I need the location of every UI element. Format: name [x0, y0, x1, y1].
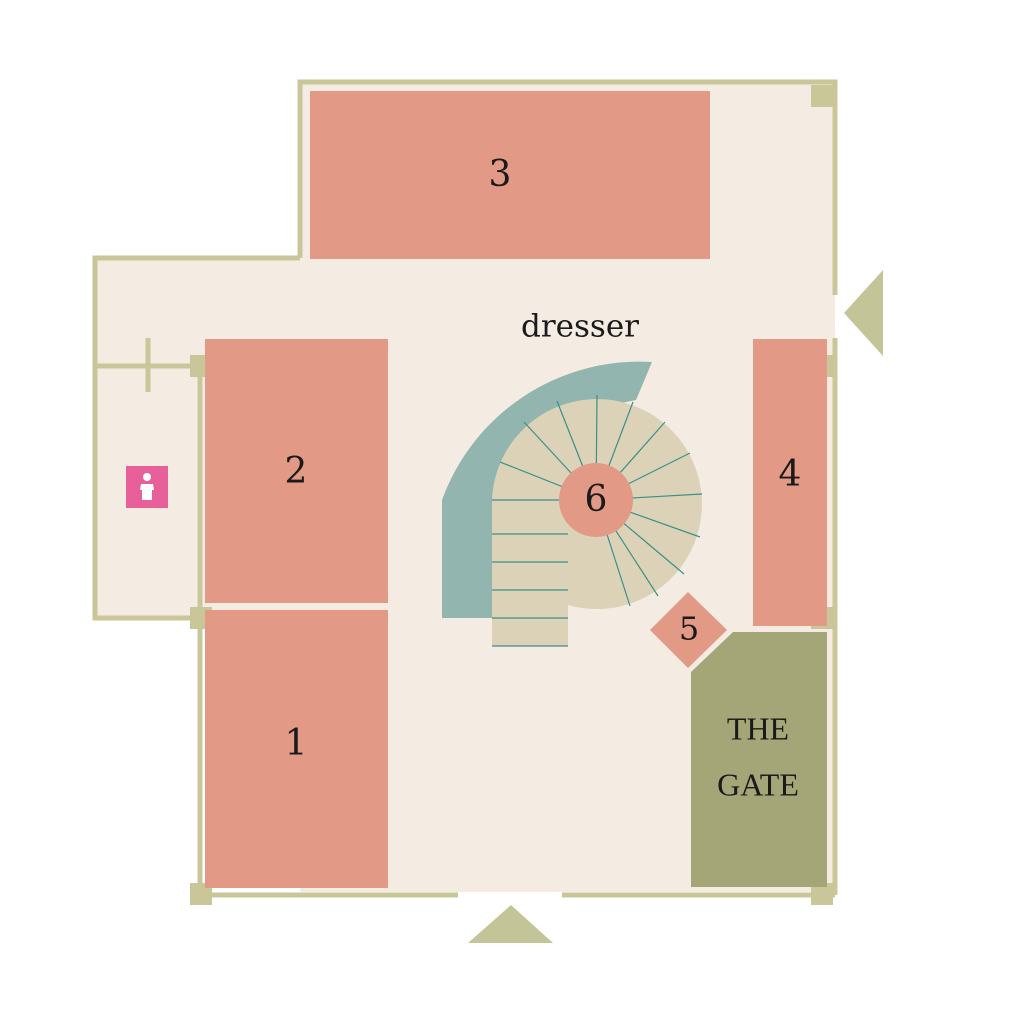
room-4[interactable]: 4 [753, 339, 827, 626]
restroom-icon [126, 466, 168, 508]
room-6-label: 6 [585, 479, 608, 520]
room-2-label: 2 [285, 451, 308, 492]
room-6[interactable]: 6 [559, 463, 633, 537]
room-3-label: 3 [489, 154, 512, 195]
room-2[interactable]: 2 [205, 339, 388, 603]
dresser[interactable]: dresser [442, 309, 652, 619]
the-gate[interactable]: THE GATE [691, 632, 827, 887]
room-3[interactable]: 3 [310, 91, 710, 259]
room-1[interactable]: 1 [205, 610, 388, 888]
room-1-label: 1 [285, 723, 308, 764]
room-4-label: 4 [779, 454, 802, 495]
walls [92, 79, 838, 898]
gate-label-line2: GATE [717, 766, 799, 802]
entrance-arrow-icon-right[interactable] [844, 270, 883, 356]
room-5-label: 5 [679, 610, 699, 648]
entrance-arrow-icon-bottom[interactable] [468, 905, 553, 943]
room-5[interactable]: 5 [650, 592, 727, 668]
dresser-label: dresser [521, 309, 639, 345]
gate-label-line1: THE [727, 710, 789, 746]
